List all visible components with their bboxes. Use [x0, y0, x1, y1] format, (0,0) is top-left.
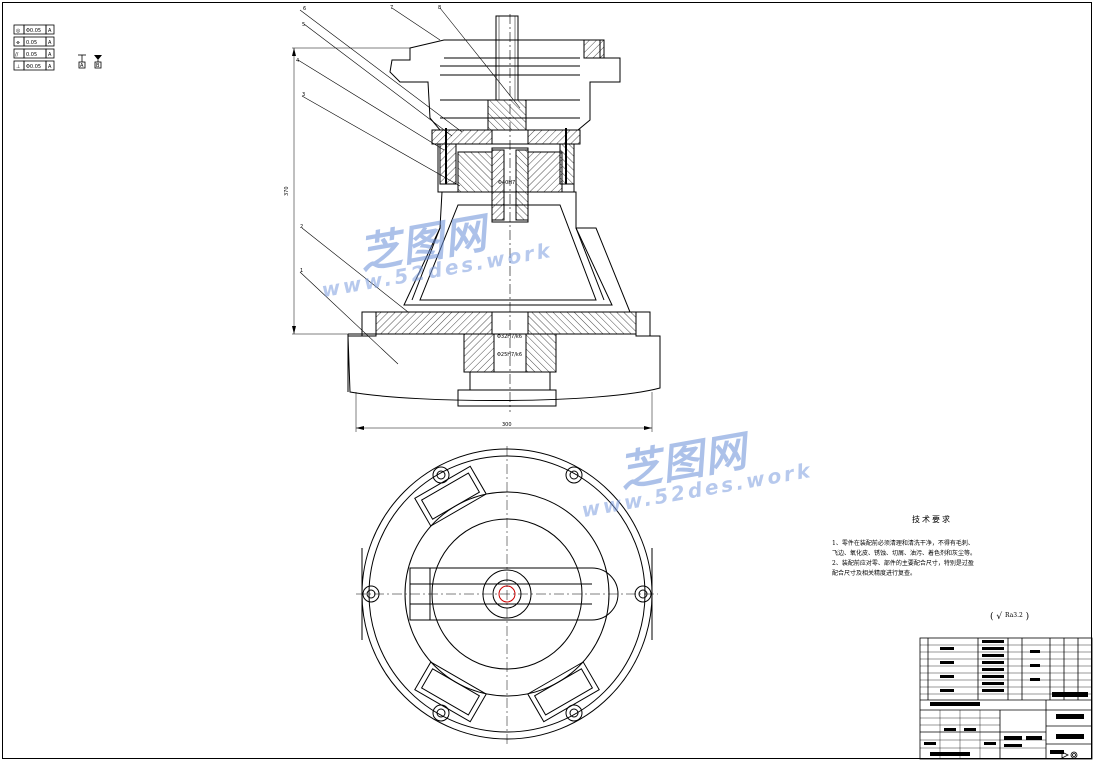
gdt-value: 0.05	[26, 52, 37, 58]
jaw-1	[414, 465, 487, 527]
notes-title: 技术要求	[912, 515, 952, 524]
surface-roughness: ( √ Ra3.2 )	[990, 612, 1029, 622]
balloon-label: 2	[300, 224, 303, 230]
balloon-label: 5	[302, 22, 305, 28]
cover-section	[583, 39, 605, 59]
dimension-labels: 370 300 Φ40H7 Φ32H7/k6 Φ25H7/k6 6 7 8 5 …	[284, 5, 522, 428]
datum-marker-b: B	[94, 55, 102, 69]
balloon-label: 8	[438, 5, 441, 11]
balloon-label: 1	[300, 268, 303, 274]
width-dimension: 300	[502, 422, 512, 428]
height-dimension: 370	[284, 186, 290, 196]
paren-close: )	[1025, 612, 1030, 622]
gdt-datum: A	[48, 64, 52, 70]
balloon-label: 6	[303, 6, 306, 12]
gdt-datum: A	[48, 28, 52, 34]
roughness-icon: √	[996, 612, 1003, 622]
technical-requirements: 技术要求 1、零件在装配前必须清理和清洗干净，不得有毛刺、 飞边、氧化皮、锈蚀、…	[832, 514, 1032, 579]
bolt-slots	[362, 466, 652, 722]
gdt-legend: ◎ Φ0.05 A ⌯ 0.05 A // 0.05 A ⊥ Φ0.05 A	[13, 24, 102, 71]
gdt-symbol: //	[15, 52, 19, 58]
gdt-symbol: ◎	[16, 28, 21, 34]
jaw-3	[527, 661, 600, 723]
gdt-row-4: ⊥ Φ0.05 A	[13, 60, 55, 71]
gdt-datum: A	[48, 40, 52, 46]
balloon-label: 4	[296, 58, 299, 64]
gdt-row-1: ◎ Φ0.05 A	[13, 24, 55, 35]
rotary-base	[347, 333, 661, 402]
notes-item: 1、零件在装配前必须清理和清洗干净，不得有毛刺、	[832, 540, 974, 547]
gdt-row-2: ⌯ 0.05 A	[13, 36, 55, 47]
notes-item: 飞边、氧化皮、锈蚀、切屑、油污、着色剂和灰尘等。	[832, 550, 977, 557]
gdt-value: Φ0.05	[26, 64, 41, 70]
title-block	[919, 637, 1093, 760]
clamp-arm	[409, 567, 619, 621]
paren-open: (	[990, 612, 994, 622]
bore-dimension: Φ40H7	[498, 180, 515, 186]
roughness-value: Ra3.2	[1005, 612, 1023, 619]
datum-marker-a: A	[78, 54, 86, 69]
gdt-symbol: ⊥	[16, 64, 20, 70]
bore-dimension: Φ32H7/k6	[497, 334, 522, 340]
front-section-view	[292, 7, 661, 432]
notes-item: 配合尺寸及相关精度进行复查。	[832, 570, 917, 577]
gdt-value: Φ0.05	[26, 28, 41, 34]
gdt-symbol: ⌯	[16, 40, 20, 46]
gdt-datum: A	[48, 52, 52, 58]
balloon-label: 7	[390, 5, 393, 11]
gdt-row-3: // 0.05 A	[13, 48, 55, 59]
datum-label: B	[96, 63, 100, 69]
notes-item: 2、装配前应对零、部件的主要配合尺寸，特别是过盈	[832, 560, 974, 567]
plan-view	[356, 446, 658, 744]
balloon-label: 3	[302, 92, 305, 98]
gdt-value: 0.05	[26, 40, 37, 46]
bore-dimension: Φ25H7/k6	[497, 352, 522, 358]
socket-base	[457, 389, 557, 407]
jaw-2	[414, 661, 487, 723]
datum-label: A	[80, 63, 84, 69]
